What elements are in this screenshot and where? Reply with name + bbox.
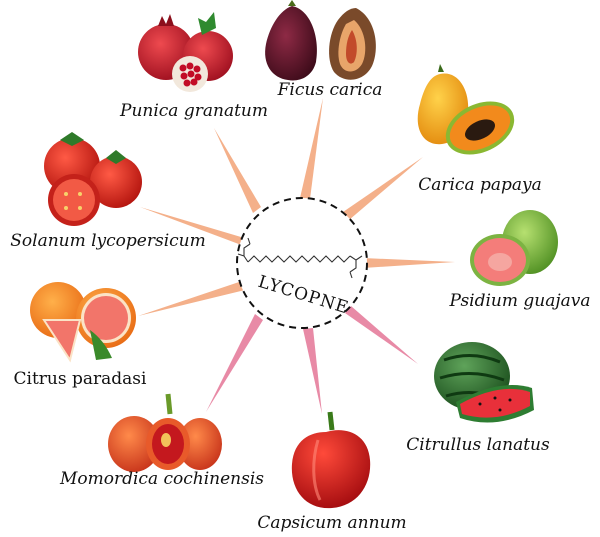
pomegranate-icon	[138, 12, 233, 92]
ray-ficus	[300, 98, 323, 199]
label-psidium: Psidium guajava	[448, 291, 590, 311]
source-psidium: Psidium guajava	[448, 210, 591, 311]
lycopene-structure-icon	[247, 255, 351, 263]
bell-pepper-icon	[291, 411, 371, 509]
source-solanum: Solanum lycopersicum	[10, 132, 206, 251]
ray-punica	[214, 128, 261, 213]
guava-icon	[470, 210, 558, 286]
watermelon-icon	[434, 342, 534, 423]
source-capsicum: Capsicum annum	[257, 411, 407, 533]
label-capsicum: Capsicum annum	[257, 513, 406, 533]
ray-psidium	[363, 258, 455, 268]
ray-citrullus	[345, 306, 418, 364]
fig-icon	[265, 0, 376, 81]
label-momordica: Momordica cochinensis	[59, 469, 264, 489]
source-carica: Carica papaya	[417, 64, 542, 195]
source-citrus: Citrus paradasi	[14, 282, 148, 389]
label-carica: Carica papaya	[418, 175, 542, 195]
gac-fruit-icon	[108, 393, 222, 472]
source-momordica: Momordica cochinensis	[59, 393, 264, 489]
source-ficus: Ficus carica	[265, 0, 382, 100]
ray-carica	[343, 157, 423, 220]
label-citrullus: Citrullus lanatus	[406, 435, 550, 455]
label-punica: Punica granatum	[119, 101, 268, 121]
label-citrus: Citrus paradasi	[14, 369, 148, 389]
lycopene-center: LYCOPNE	[236, 197, 368, 329]
ray-solanum	[140, 207, 244, 246]
lycopene-end-group-right	[349, 255, 363, 279]
ray-capsicum	[303, 328, 322, 414]
source-citrullus: Citrullus lanatus	[406, 342, 550, 455]
source-punica: Punica granatum	[119, 12, 268, 121]
grapefruit-icon	[30, 282, 136, 363]
ray-momordica	[206, 314, 263, 412]
label-ficus: Ficus carica	[277, 80, 383, 100]
papaya-icon	[417, 64, 515, 155]
lycopene-end-group-left	[237, 237, 251, 263]
tomato-icon	[44, 132, 142, 226]
ray-citrus	[138, 281, 245, 316]
label-solanum: Solanum lycopersicum	[10, 231, 206, 251]
rays	[138, 98, 455, 414]
center-dashed-circle	[236, 197, 368, 329]
